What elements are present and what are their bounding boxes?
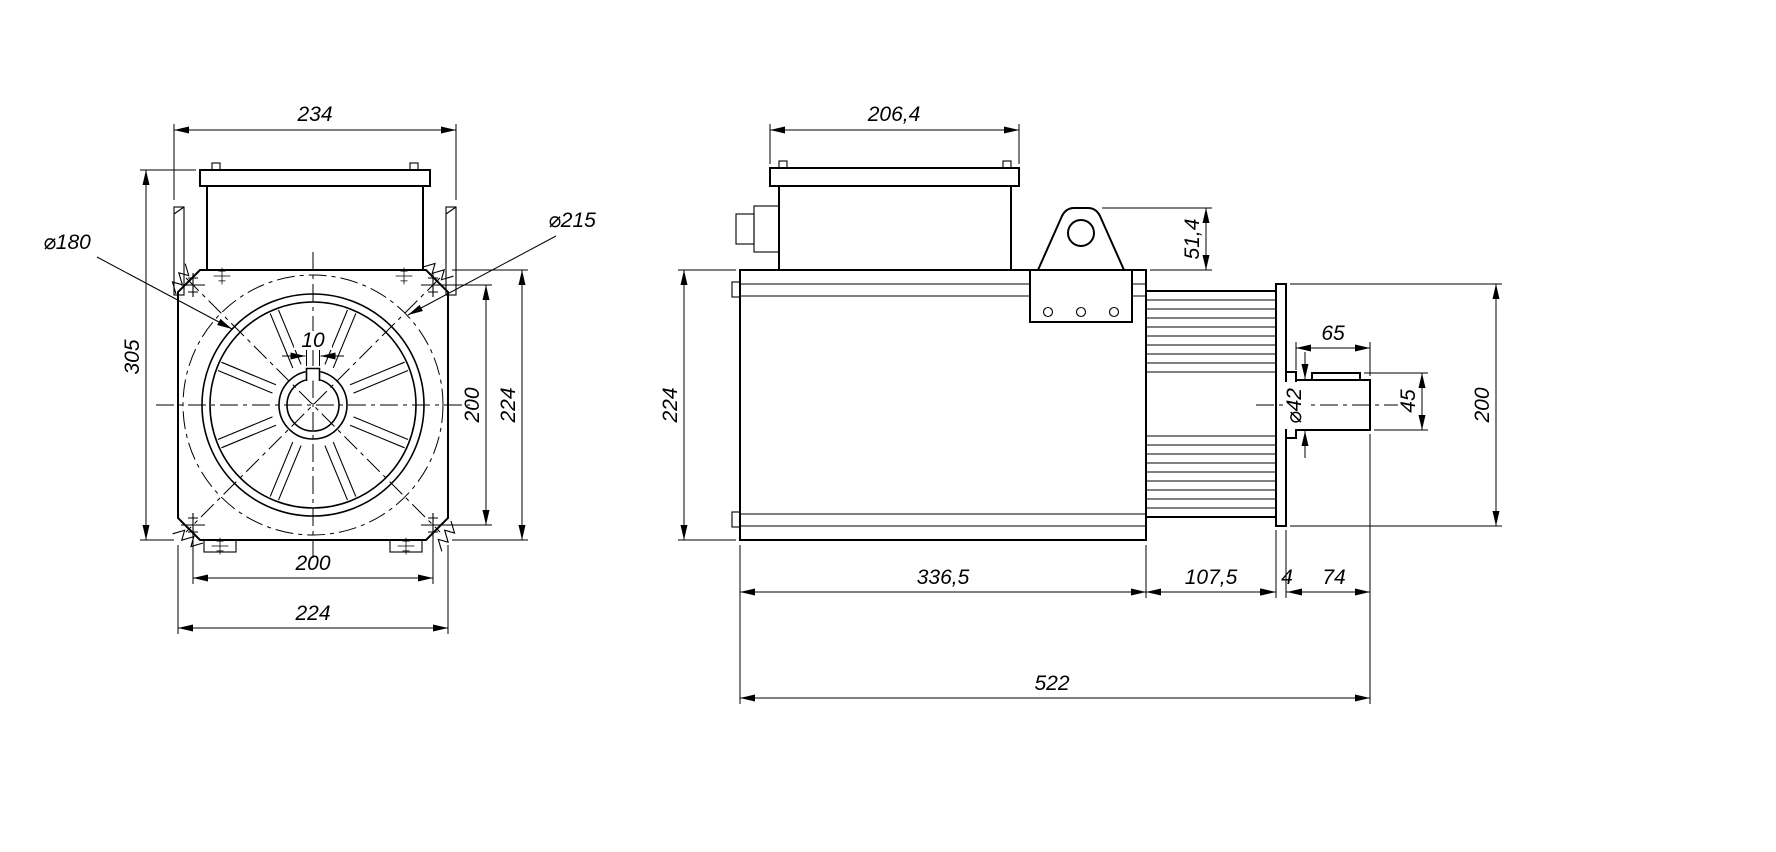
- cooling-fins: [1145, 290, 1277, 518]
- cable-gland-nut: [735, 213, 755, 245]
- label-dia-180: ⌀180: [43, 231, 91, 254]
- cable-gland: [753, 205, 780, 253]
- dim-terminal-box-width: 206,4: [867, 103, 921, 126]
- lug-saddle: [1029, 269, 1133, 323]
- side-terminal-box: [735, 160, 1020, 271]
- dim-front-overall-height: 305: [121, 339, 144, 374]
- dim-flange-width: 224: [294, 602, 330, 625]
- body-clip: [731, 511, 741, 528]
- dim-keyway-width: 10: [301, 329, 325, 352]
- dim-flange-height: 224: [497, 387, 520, 423]
- body-clip: [731, 281, 741, 298]
- dim-shaft-length: 74: [1322, 566, 1345, 589]
- front-dimensions: 234 305 ⌀180 ⌀215 10 200 224: [43, 103, 596, 634]
- front-side-brackets: [173, 206, 457, 296]
- dim-lug-height: 51,4: [1181, 219, 1204, 260]
- lid-screw: [211, 162, 221, 171]
- label-shaft-dia: ⌀42: [1283, 388, 1306, 424]
- lid-screw: [778, 160, 788, 169]
- dim-flange-dia: 200: [1471, 387, 1494, 423]
- shaft-key: [1311, 372, 1361, 381]
- dim-body-length: 336,5: [917, 566, 970, 589]
- lid-screw: [409, 162, 419, 171]
- front-view: 234 305 ⌀180 ⌀215 10 200 224: [43, 103, 596, 634]
- dim-flange-thickness: 4: [1281, 566, 1293, 589]
- label-dia-215: ⌀215: [548, 209, 596, 232]
- front-circles: [182, 274, 444, 536]
- front-terminal-box: [199, 162, 431, 271]
- dim-fin-section-length: 107,5: [1185, 566, 1238, 589]
- bolt-circle-215: [182, 274, 444, 536]
- dim-shaft-usable-length: 65: [1321, 322, 1345, 345]
- side-dimensions: 206,4 51,4 224 65 ⌀42 45: [659, 103, 1502, 704]
- dim-over-key: 45: [1397, 389, 1420, 413]
- keyway: [305, 367, 321, 381]
- dim-front-box-width: 234: [296, 103, 332, 126]
- side-view: 206,4 51,4 224 65 ⌀42 45: [659, 103, 1502, 704]
- front-centerlines: [156, 252, 470, 558]
- dim-overall-length: 522: [1034, 672, 1069, 695]
- dim-bolt-spacing-vertical: 200: [461, 387, 484, 423]
- lifting-lug: [1029, 207, 1133, 323]
- dim-bolt-spacing-horizontal: 200: [294, 552, 330, 575]
- lug-hole: [1067, 219, 1095, 247]
- shaft-assembly: [1256, 283, 1398, 527]
- cover-circle-180: [201, 293, 425, 517]
- dim-body-height: 224: [659, 387, 682, 423]
- lid-screw: [1002, 160, 1012, 169]
